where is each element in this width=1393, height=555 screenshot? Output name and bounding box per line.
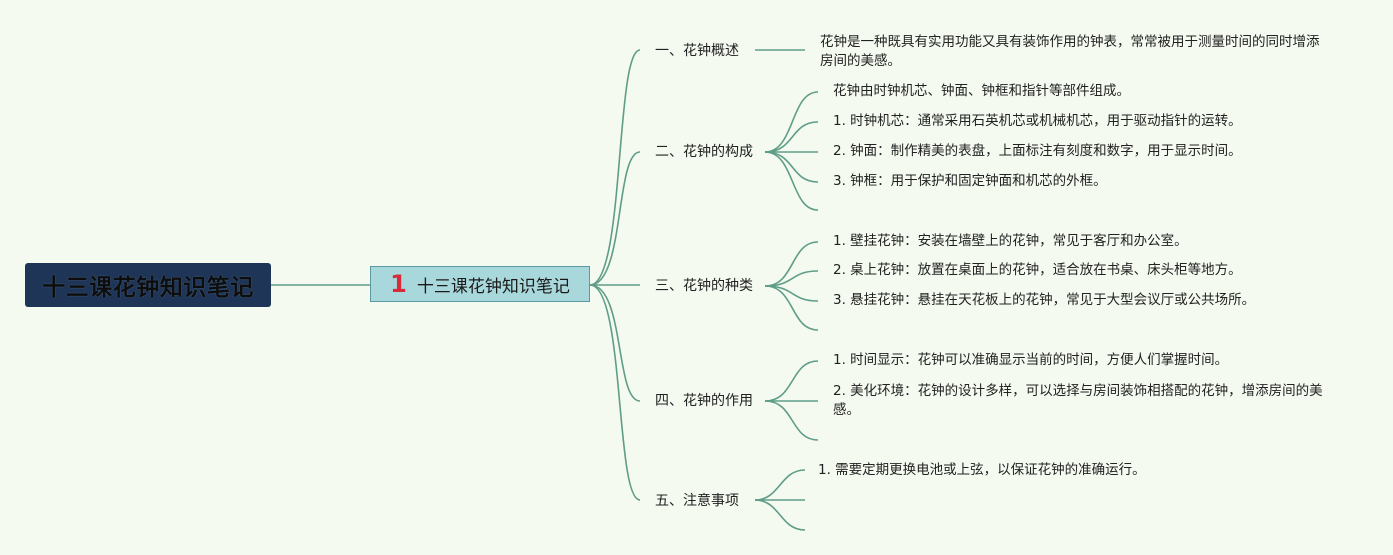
s2-item-2[interactable]: 1. 时钟机芯：通常采用石英机芯或机械机芯，用于驱动指针的运转。 (833, 113, 1242, 129)
s2-item-4[interactable]: 3. 钟框：用于保护和固定钟面和机芯的外框。 (833, 173, 1107, 189)
center-title: 十三课花钟知识笔记 (416, 276, 570, 297)
s5-item-1[interactable]: 1. 需要定期更换电池或上弦，以保证花钟的准确运行。 (818, 462, 1146, 478)
connector-sec-4 (589, 284, 641, 402)
s4-item-2[interactable]: 2. 美化环境：花钟的设计多样，可以选择与房间装饰相搭配的花钟，增添房间的美感。 (833, 383, 1323, 418)
section-label-2[interactable]: 二、花钟的构成 (655, 144, 753, 160)
section-label-1[interactable]: 一、花钟概述 (655, 43, 739, 59)
section-label-3[interactable]: 三、花钟的种类 (655, 278, 753, 294)
s3-item-3[interactable]: 3. 悬挂花钟：悬挂在天花板上的花钟，常见于大型会议厅或公共场所。 (833, 292, 1256, 308)
section-label-5[interactable]: 五、注意事项 (655, 493, 739, 509)
s1-item-1[interactable]: 花钟是一种既具有实用功能又具有装饰作用的钟表，常常被用于测量时间的同时增添房间的… (820, 34, 1320, 69)
s4-item-1[interactable]: 1. 时间显示：花钟可以准确显示当前的时间，方便人们掌握时间。 (833, 352, 1229, 368)
s3-item-2[interactable]: 2. 桌上花钟：放置在桌面上的花钟，适合放在书桌、床头柜等地方。 (833, 262, 1242, 278)
s2-item-3[interactable]: 2. 钟面：制作精美的表盘，上面标注有刻度和数字，用于显示时间。 (833, 143, 1242, 159)
connector-sec-2 (589, 151, 641, 286)
root-node[interactable]: 十三课花钟知识笔记 (25, 263, 271, 307)
connector-sec-1 (589, 49, 641, 286)
section-label-4[interactable]: 四、花钟的作用 (655, 393, 753, 409)
s3-item-1[interactable]: 1. 壁挂花钟：安装在墙壁上的花钟，常见于客厅和办公室。 (833, 233, 1188, 249)
center-number-badge: 1 (390, 270, 407, 298)
center-node[interactable]: 1 十三课花钟知识笔记 (370, 266, 590, 302)
connector-sec-5 (589, 284, 641, 501)
root-title: 十三课花钟知识笔记 (42, 275, 254, 301)
s2-item-1[interactable]: 花钟由时钟机芯、钟面、钟框和指针等部件组成。 (833, 83, 1130, 99)
